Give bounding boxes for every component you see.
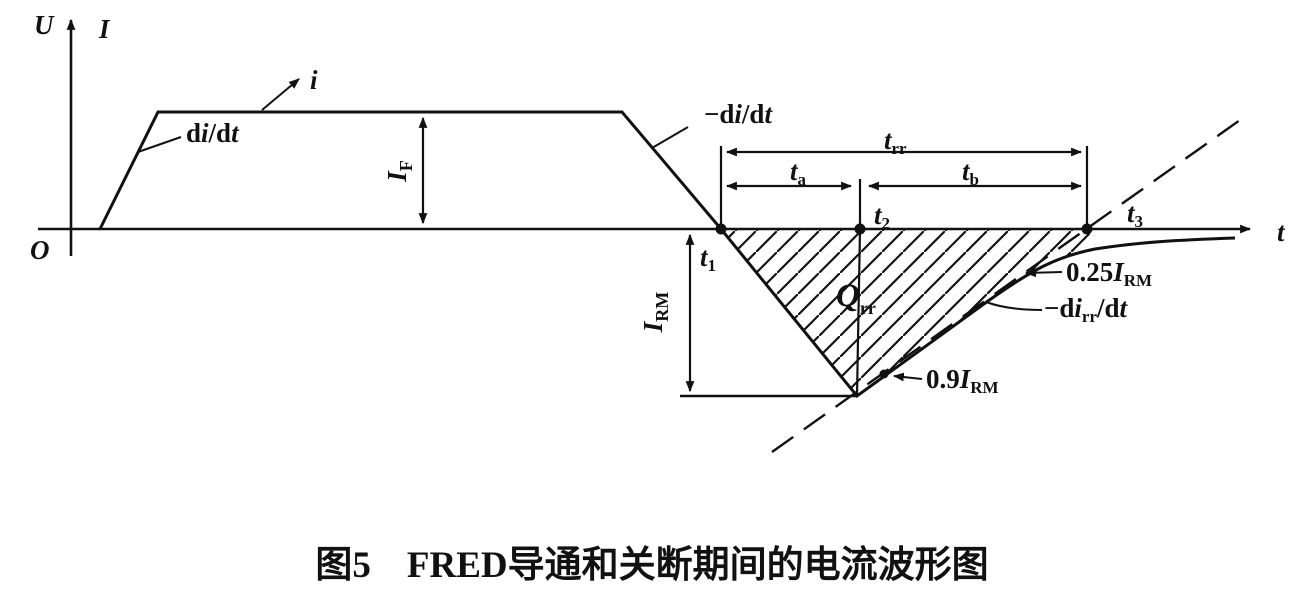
- origin-label: O: [30, 235, 50, 265]
- ta-label: ta: [790, 156, 807, 189]
- t2-label: t2: [874, 200, 890, 233]
- p09irm-label: 0.9IRM: [926, 364, 999, 397]
- t3-point-dot: [1081, 223, 1093, 235]
- irm-label: IRM: [638, 292, 672, 334]
- p09irm-point-dot: [879, 369, 889, 379]
- figure-caption-title: FRED导通和关断期间的电流波形图: [407, 544, 989, 586]
- t3-label: t3: [1127, 198, 1143, 231]
- current-curve-label: i: [310, 65, 318, 95]
- figure-caption: 图5 FRED导通和关断期间的电流波形图: [315, 544, 988, 586]
- y-axis-label-u: U: [34, 10, 55, 40]
- t1-label: t1: [700, 242, 716, 275]
- tb-label: tb: [962, 156, 979, 189]
- current-label-leader-arrow: [261, 78, 300, 111]
- figure-caption-number: 图5: [315, 545, 371, 586]
- trr-label: trr: [884, 125, 907, 158]
- didt-label-leader: [137, 136, 182, 153]
- p025irm-label-leader-arrow: [1024, 268, 1063, 278]
- neg-didt-label-leader: [651, 126, 689, 149]
- y-axis-label-i: I: [98, 14, 111, 44]
- neg-didt-label: −di/dt: [704, 99, 773, 129]
- qrr-hatched-area: [721, 229, 1090, 396]
- qrr-label: Qrr: [836, 278, 876, 318]
- p09irm-label-leader-arrow: [892, 372, 923, 382]
- didt-label: di/dt: [186, 118, 240, 148]
- current-waveform-curve: [98, 110, 1236, 399]
- p025irm-label: 0.25IRM: [1066, 257, 1152, 290]
- x-axis-label-t: t: [1277, 217, 1286, 247]
- neg-dirrdt-label: −dirr/dt: [1044, 293, 1129, 326]
- t2-point-dot: [854, 223, 866, 235]
- neg-dirrdt-label-leader: [985, 301, 1043, 311]
- if-label: IF: [382, 160, 416, 183]
- t1-point-dot: [715, 223, 727, 235]
